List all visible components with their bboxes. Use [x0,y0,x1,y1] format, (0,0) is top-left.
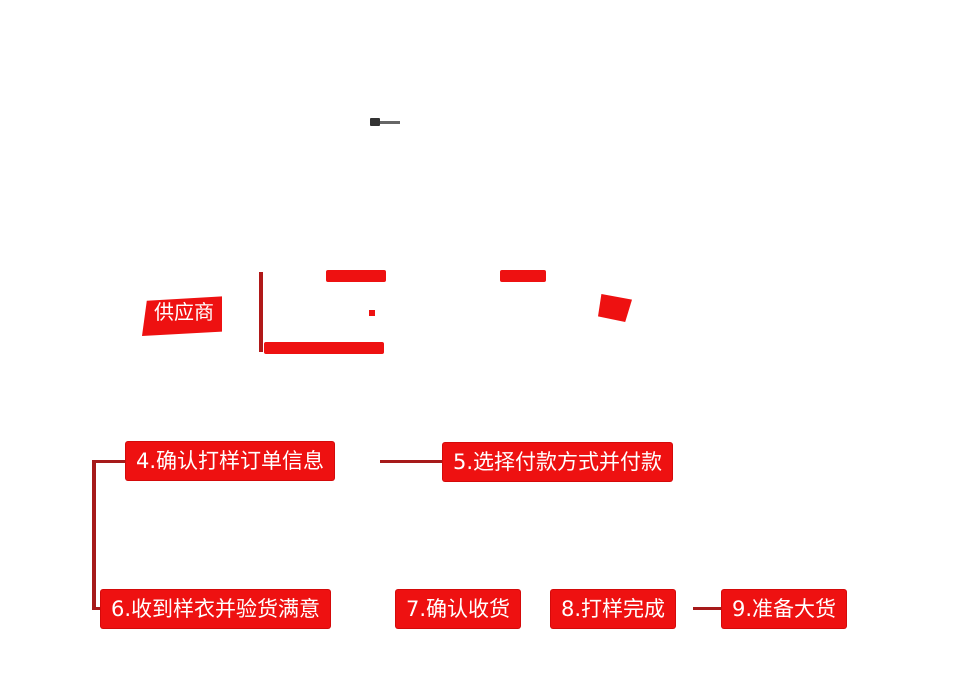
upper-row-fragment-right-b [598,294,632,322]
connector-step4-step5 [380,460,444,463]
upper-row-fragment-right-a [500,270,546,282]
connector-step8-step9 [693,607,723,610]
connector-left-top-stub [92,460,128,463]
step-4-confirm-sample-order: 4.确认打样订单信息 [126,442,335,480]
step-9-prepare-bulk: 9.准备大货 [722,590,847,628]
top-artifact-mark [370,118,400,126]
step-8-sampling-complete: 8.打样完成 [551,590,676,628]
connector-vertical-left [92,460,96,610]
fragment-label: 供应商 [154,300,214,324]
upper-row-fragment-left: 供应商 [142,296,222,336]
upper-row-bracket [259,272,263,352]
step-5-choose-payment: 5.选择付款方式并付款 [443,443,673,481]
step-6-receive-sample: 6.收到样衣并验货满意 [101,590,331,628]
step-7-confirm-receipt: 7.确认收货 [396,590,521,628]
upper-row-fragment-center [264,270,392,356]
connector-left-bottom-stub [92,607,102,610]
